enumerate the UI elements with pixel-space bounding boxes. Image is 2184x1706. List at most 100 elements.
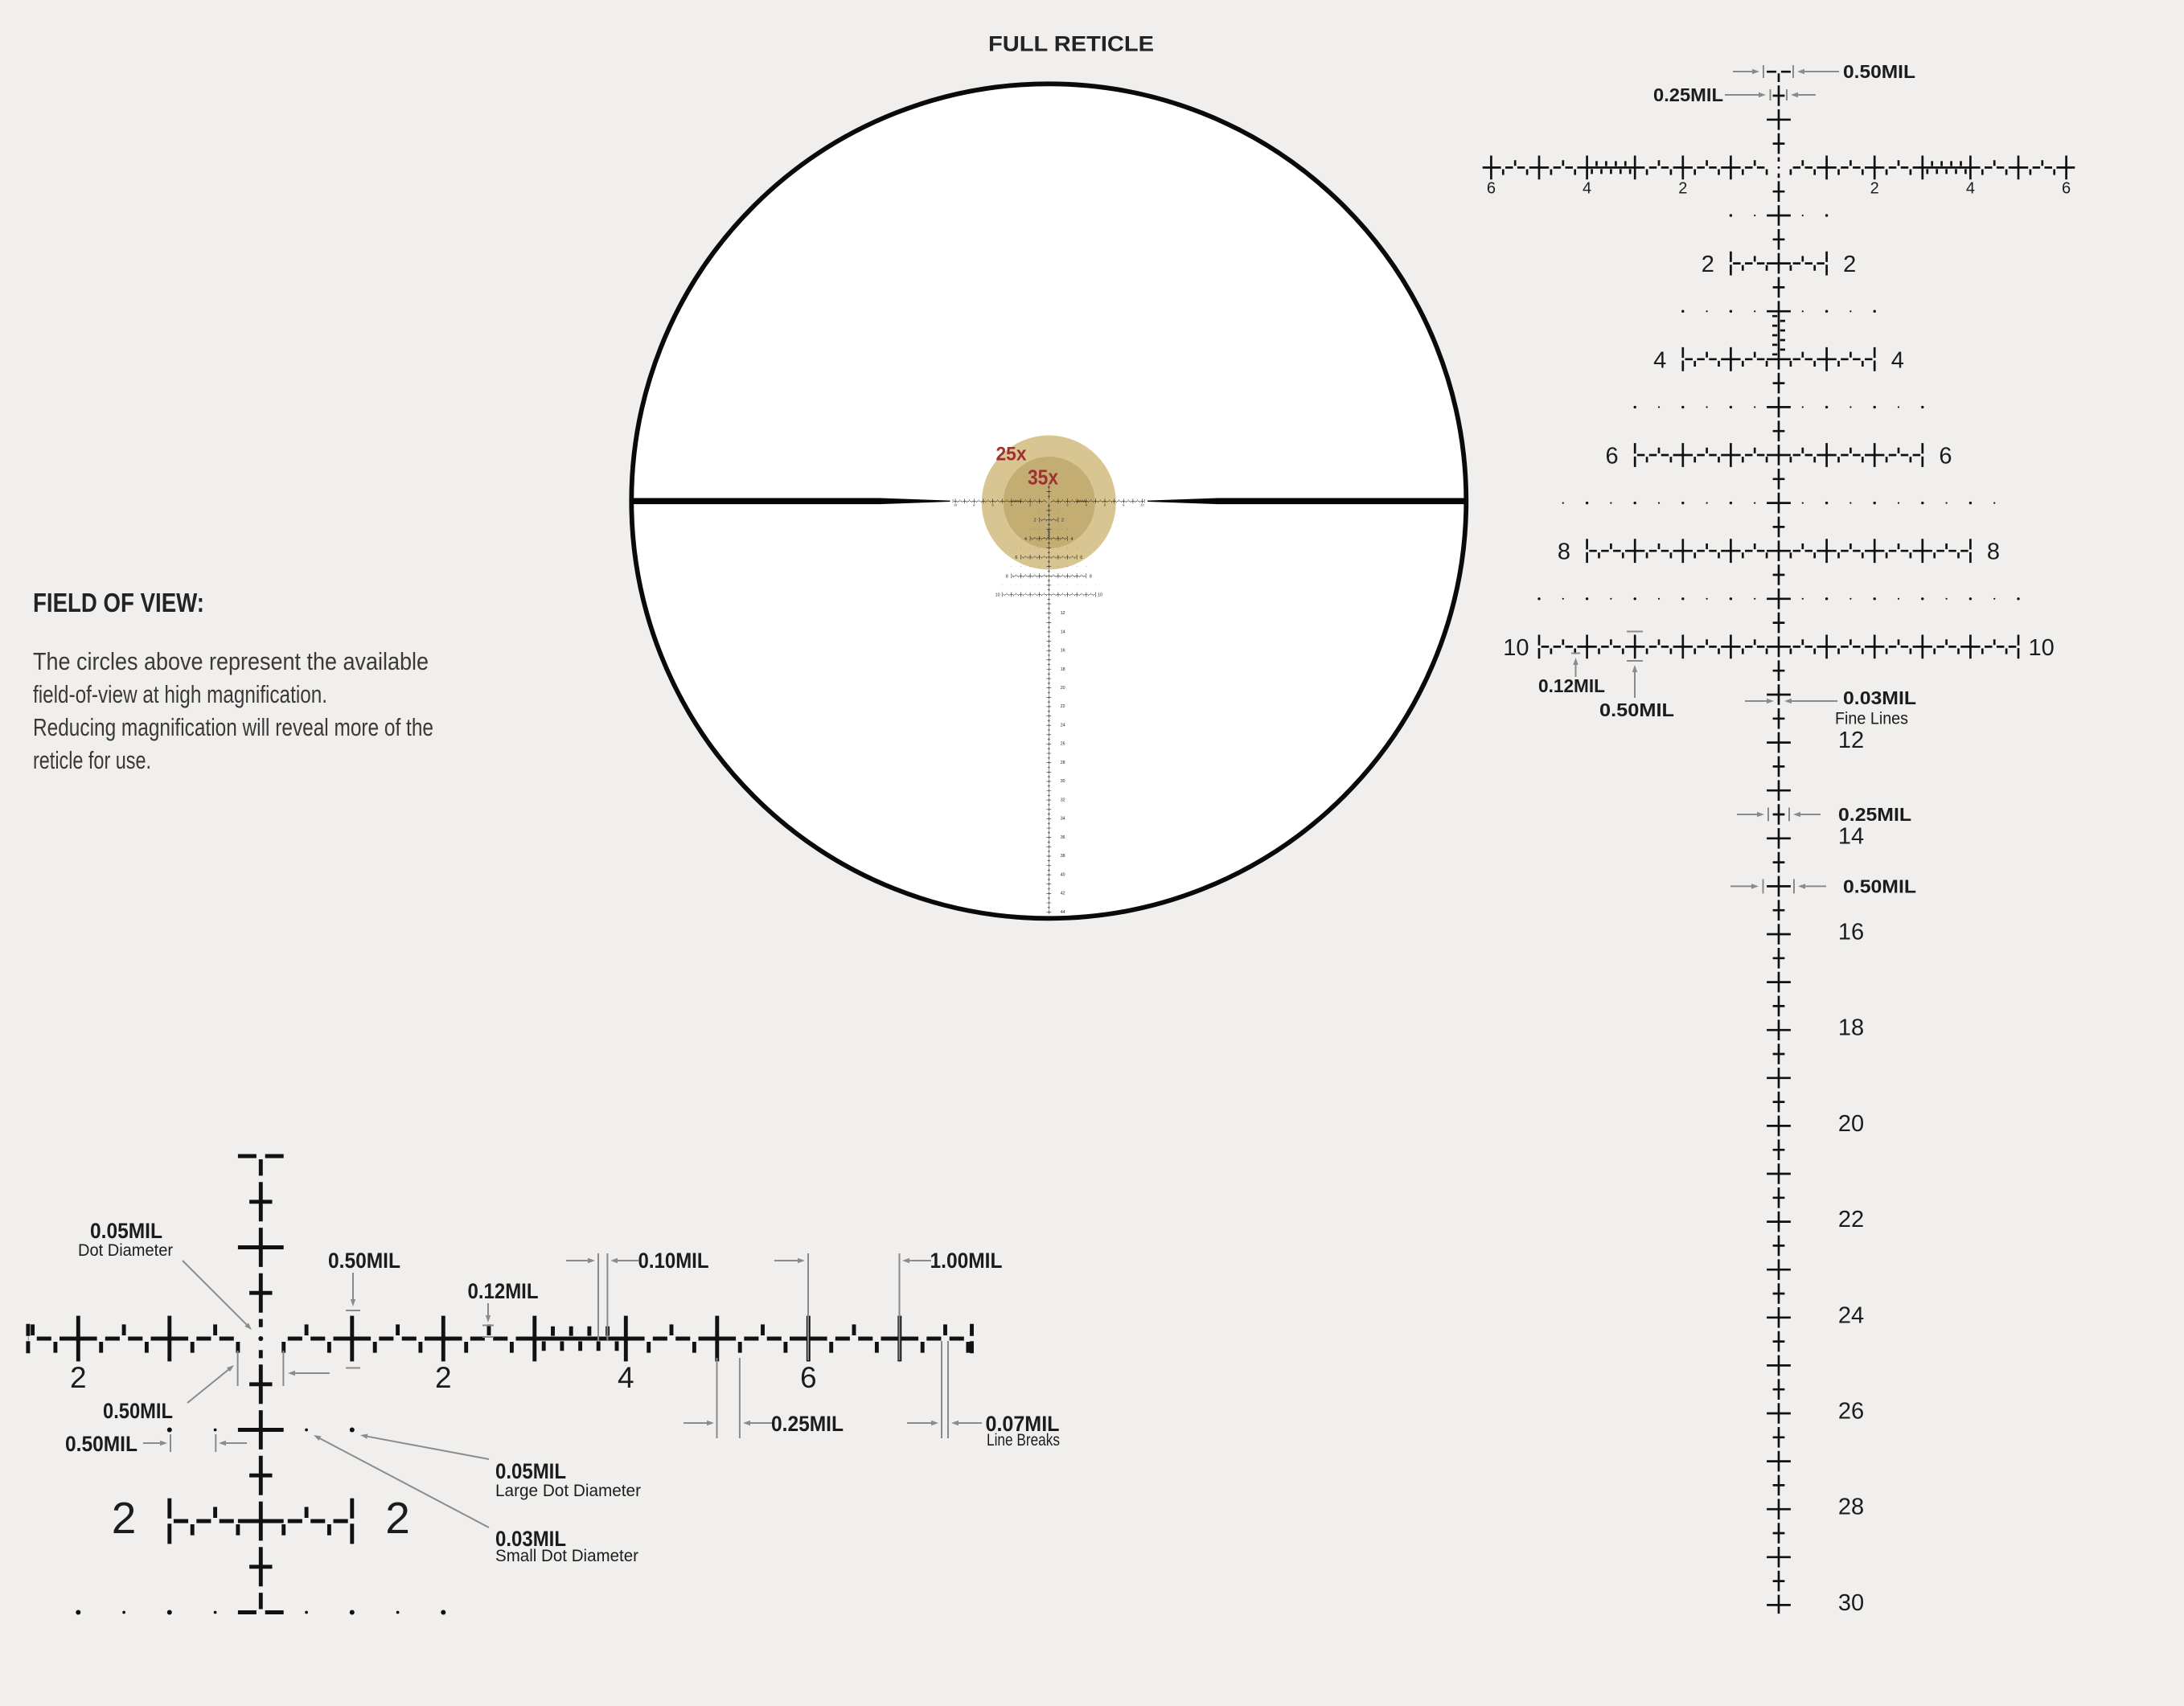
- svg-text:0.12MIL: 0.12MIL: [468, 1279, 539, 1303]
- svg-text:8: 8: [1006, 574, 1008, 579]
- svg-text:4: 4: [1071, 537, 1074, 542]
- svg-text:1.00MIL: 1.00MIL: [930, 1249, 1003, 1273]
- svg-text:28: 28: [1838, 1495, 1864, 1520]
- svg-text:2: 2: [435, 1361, 452, 1394]
- svg-text:6: 6: [1104, 504, 1106, 507]
- svg-text:35x: 35x: [1028, 467, 1058, 490]
- svg-text:30: 30: [1838, 1590, 1864, 1616]
- svg-text:6: 6: [2062, 180, 2071, 198]
- svg-text:0.50MIL: 0.50MIL: [328, 1249, 400, 1273]
- svg-text:Large Dot Diameter: Large Dot Diameter: [495, 1482, 641, 1500]
- svg-text:16: 16: [1838, 920, 1864, 945]
- svg-text:2: 2: [112, 1493, 137, 1543]
- svg-text:24: 24: [1838, 1302, 1864, 1328]
- svg-text:22: 22: [1838, 1207, 1864, 1232]
- svg-text:34: 34: [1061, 817, 1065, 822]
- svg-text:26: 26: [1061, 742, 1065, 747]
- svg-text:44: 44: [1061, 910, 1065, 915]
- svg-text:10: 10: [996, 593, 1000, 598]
- svg-text:14: 14: [1061, 629, 1065, 634]
- svg-text:2: 2: [1702, 252, 1714, 277]
- svg-text:4: 4: [1583, 180, 1591, 198]
- svg-text:22: 22: [1061, 704, 1065, 709]
- svg-text:30: 30: [1061, 779, 1065, 784]
- svg-text:Fine Lines: Fine Lines: [1835, 710, 1908, 728]
- svg-text:2: 2: [1678, 180, 1687, 198]
- svg-text:28: 28: [1061, 761, 1065, 765]
- svg-text:2: 2: [385, 1493, 410, 1543]
- svg-text:18: 18: [1838, 1015, 1864, 1041]
- svg-text:6: 6: [1487, 180, 1496, 198]
- svg-text:0.25MIL: 0.25MIL: [1653, 84, 1723, 105]
- svg-text:2: 2: [1061, 519, 1064, 523]
- svg-text:0.50MIL: 0.50MIL: [1843, 61, 1915, 82]
- svg-text:4: 4: [1024, 537, 1027, 542]
- svg-text:8: 8: [973, 504, 975, 507]
- svg-text:Dot Diameter: Dot Diameter: [78, 1241, 173, 1260]
- svg-text:20: 20: [1838, 1111, 1864, 1137]
- svg-text:14: 14: [1838, 823, 1864, 849]
- svg-text:10: 10: [1140, 504, 1143, 507]
- svg-text:0.10MIL: 0.10MIL: [638, 1249, 709, 1273]
- svg-text:Line Breaks: Line Breaks: [987, 1431, 1060, 1450]
- svg-text:12: 12: [1061, 611, 1065, 616]
- svg-text:10: 10: [2028, 635, 2054, 661]
- svg-text:6: 6: [992, 504, 994, 507]
- svg-text:0.50MIL: 0.50MIL: [65, 1432, 138, 1456]
- svg-text:40: 40: [1061, 872, 1065, 877]
- svg-text:12: 12: [1838, 728, 1864, 753]
- svg-text:0.05MIL: 0.05MIL: [495, 1459, 566, 1483]
- svg-text:6: 6: [1606, 444, 1619, 470]
- svg-text:field-of-view at high magnific: field-of-view at high magnification.: [33, 680, 327, 708]
- svg-text:4: 4: [1653, 347, 1666, 373]
- svg-text:20: 20: [1061, 686, 1065, 691]
- svg-text:4: 4: [1011, 504, 1012, 507]
- svg-text:reticle for use.: reticle for use.: [33, 746, 151, 774]
- svg-text:2: 2: [1029, 504, 1031, 507]
- svg-text:16: 16: [1061, 649, 1065, 654]
- svg-text:10: 10: [1503, 635, 1529, 661]
- svg-text:Reducing magnification will re: Reducing magnification will reveal more …: [33, 713, 433, 741]
- svg-text:2: 2: [70, 1361, 87, 1394]
- svg-text:0.03MIL: 0.03MIL: [1843, 687, 1916, 708]
- svg-text:2: 2: [1034, 519, 1037, 523]
- svg-text:6: 6: [1080, 556, 1082, 560]
- svg-text:18: 18: [1061, 667, 1065, 672]
- svg-text:4: 4: [1891, 347, 1904, 373]
- svg-text:2: 2: [1066, 504, 1068, 507]
- svg-text:24: 24: [1061, 724, 1065, 728]
- svg-text:Small Dot Diameter: Small Dot Diameter: [495, 1547, 638, 1565]
- svg-text:2: 2: [1870, 180, 1879, 198]
- svg-text:10: 10: [1098, 593, 1102, 598]
- svg-text:8: 8: [1558, 539, 1570, 565]
- svg-text:0.50MIL: 0.50MIL: [1599, 699, 1674, 720]
- svg-text:0.05MIL: 0.05MIL: [90, 1219, 162, 1243]
- svg-text:0.12MIL: 0.12MIL: [1538, 675, 1605, 696]
- svg-text:8: 8: [1987, 539, 2000, 565]
- svg-text:8: 8: [1123, 504, 1124, 507]
- svg-text:2: 2: [1843, 252, 1856, 277]
- svg-text:6: 6: [1939, 444, 1952, 470]
- svg-text:26: 26: [1838, 1399, 1864, 1425]
- svg-text:8: 8: [1090, 574, 1092, 579]
- svg-text:0.50MIL: 0.50MIL: [1843, 876, 1916, 896]
- svg-text:FULL RETICLE: FULL RETICLE: [988, 32, 1154, 56]
- svg-text:4: 4: [618, 1361, 634, 1394]
- svg-text:6: 6: [800, 1361, 817, 1394]
- svg-text:0.50MIL: 0.50MIL: [103, 1399, 173, 1423]
- svg-text:The circles above represent th: The circles above represent the availabl…: [33, 647, 429, 675]
- svg-text:38: 38: [1061, 854, 1065, 859]
- svg-text:FIELD OF VIEW:: FIELD OF VIEW:: [33, 588, 204, 617]
- svg-text:4: 4: [1086, 504, 1087, 507]
- svg-text:36: 36: [1061, 835, 1065, 840]
- svg-text:0.03MIL: 0.03MIL: [495, 1527, 566, 1551]
- svg-text:10: 10: [954, 504, 957, 507]
- svg-text:0.07MIL: 0.07MIL: [986, 1412, 1060, 1436]
- svg-text:42: 42: [1061, 892, 1065, 896]
- svg-text:0.25MIL: 0.25MIL: [1838, 804, 1911, 825]
- svg-text:6: 6: [1015, 556, 1017, 560]
- svg-text:25x: 25x: [996, 444, 1027, 465]
- svg-text:0.25MIL: 0.25MIL: [771, 1412, 844, 1436]
- svg-text:4: 4: [1966, 180, 1975, 198]
- svg-text:32: 32: [1061, 798, 1065, 802]
